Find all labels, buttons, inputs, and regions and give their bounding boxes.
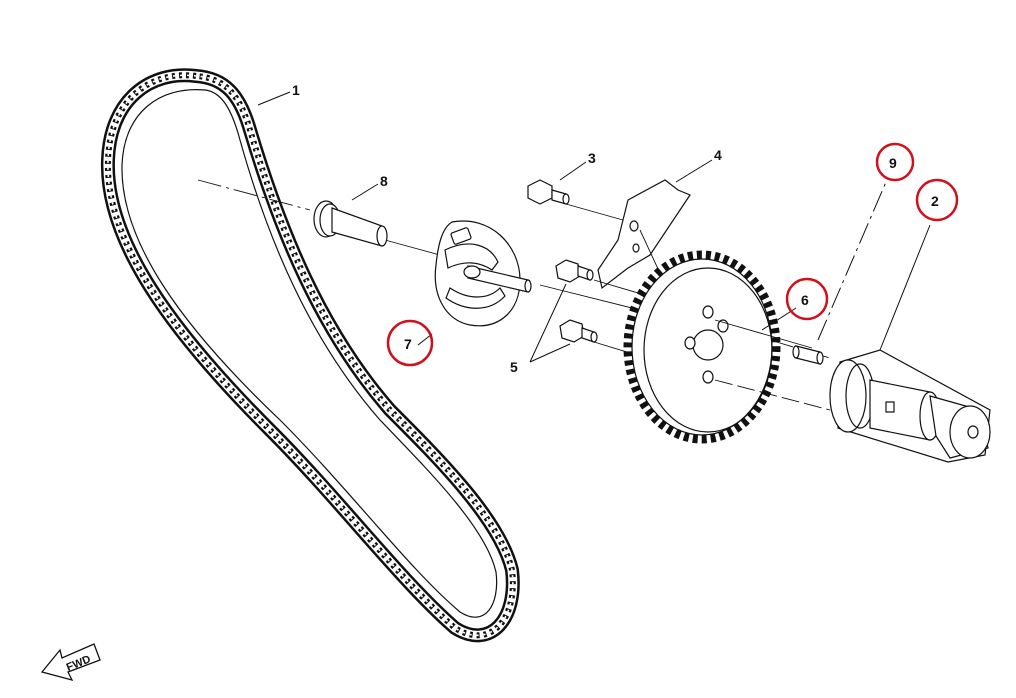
callout-1: 1 xyxy=(292,82,300,98)
callout-8: 8 xyxy=(380,173,388,189)
dowel-pin-part-6 xyxy=(792,345,824,365)
timing-chain xyxy=(100,68,520,643)
leader-line-8 xyxy=(351,183,379,201)
callout-5: 5 xyxy=(510,359,518,375)
callout-2: 2 xyxy=(931,193,939,209)
lock-plate-part-4 xyxy=(597,179,691,290)
leader-line-4 xyxy=(675,159,713,183)
callout-4: 4 xyxy=(714,147,722,163)
bolt-part-5-lower xyxy=(559,319,598,343)
callout-3: 3 xyxy=(588,150,596,166)
leader-line-5a xyxy=(529,283,567,363)
camshaft-part-2 xyxy=(829,349,991,463)
callout-7: 7 xyxy=(404,336,412,352)
sprocket-axis-lower xyxy=(714,379,831,411)
bolt-5-upper-axis xyxy=(593,279,646,296)
highlight-circle-6 xyxy=(785,277,829,321)
leader-line-2 xyxy=(879,224,931,351)
leader-line-3 xyxy=(559,161,587,181)
sprocket-axis-upper xyxy=(714,319,813,349)
leader-line-5b xyxy=(529,343,571,363)
bolt-part-8 xyxy=(313,200,388,247)
highlight-circle-2 xyxy=(915,178,959,222)
cam-sprocket xyxy=(623,250,781,444)
bolt-3-axis xyxy=(565,203,631,223)
callout-6: 6 xyxy=(801,292,809,308)
forward-arrow-icon: FWD xyxy=(40,643,101,681)
leader-line-9 xyxy=(817,181,887,341)
highlight-circle-7 xyxy=(386,319,434,367)
bolt-part-5-upper xyxy=(555,259,594,283)
bolt-part-3 xyxy=(527,179,570,205)
highlight-circle-9 xyxy=(875,142,915,182)
decompressor-part-7 xyxy=(434,220,532,327)
callout-9: 9 xyxy=(889,155,897,171)
leader-line-1 xyxy=(257,91,291,106)
